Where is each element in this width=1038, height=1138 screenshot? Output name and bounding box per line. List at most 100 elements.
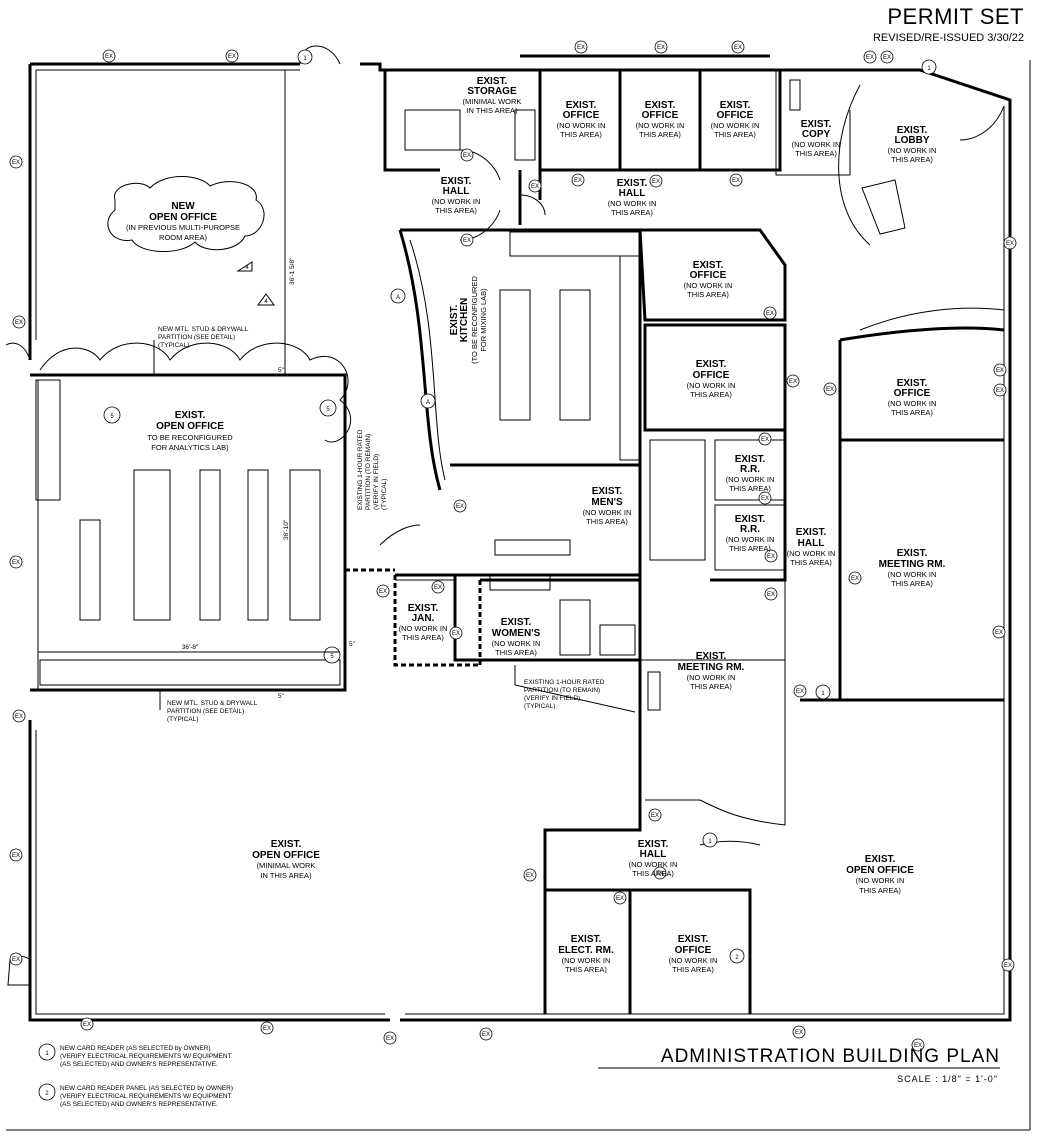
exit-sign-tag: EX <box>914 1043 922 1049</box>
exit-sign-tag: EX <box>228 54 236 60</box>
card-reader-tag: 1 <box>821 691 825 697</box>
room-note: (NO WORK IN <box>432 197 481 206</box>
rated-partition-note: EXISTING 1-HOUR RATED <box>524 679 605 686</box>
room-title: EXIST. <box>693 260 724 271</box>
exit-sign-tag: EX <box>732 178 740 184</box>
room-title: HALL <box>619 188 646 199</box>
exit-sign-marker <box>992 625 1006 639</box>
room-note: (NO WORK IN <box>687 673 736 682</box>
room-title: EXIST. <box>592 486 623 497</box>
east-offices <box>800 326 1005 702</box>
kitchen-walls <box>398 228 642 491</box>
exit-sign-marker <box>80 1017 94 1031</box>
legend-text: (AS SELECTED) AND OWNER'S REPRESENTATIVE… <box>60 1101 218 1108</box>
exit-sign-marker <box>793 684 807 698</box>
room-note: THIS AREA) <box>891 408 933 417</box>
room-rr-2: EXIST. R.R. (NO WORK IN THIS AREA) <box>726 514 775 553</box>
exit-sign-marker <box>12 709 26 723</box>
room-title: EXIST. <box>696 651 727 662</box>
room-note: (NO WORK IN <box>856 876 905 885</box>
lobby-curve <box>838 84 871 246</box>
dimension-mark: 5" <box>278 367 285 374</box>
room-note: (TO BE RECONFIGURED <box>470 276 479 364</box>
room-meeting-east: EXIST. MEETING RM. (NO WORK IN THIS AREA… <box>879 548 946 588</box>
room-note: (NO WORK IN <box>557 121 606 130</box>
room-note: FOR MIXING LAB) <box>479 288 488 352</box>
lobby-curve-lower <box>859 307 1005 331</box>
exit-sign-tag: EX <box>386 1036 394 1042</box>
exit-sign-tag: EX <box>996 368 1004 374</box>
exit-sign-marker <box>460 148 474 162</box>
exit-sign-tag: EX <box>105 54 113 60</box>
exit-sign-marker <box>649 174 663 188</box>
exit-sign-tag: EX <box>761 437 769 443</box>
exit-sign-tag: EX <box>826 387 834 393</box>
room-title: EXIST. <box>645 100 676 111</box>
room-title: OFFICE <box>675 945 712 956</box>
plan-scale: SCALE : 1/8" = 1'-0" <box>897 1074 998 1084</box>
room-title: EXIST. <box>617 178 648 189</box>
room-title: R.R. <box>740 524 760 535</box>
dimension-mark: 5" <box>349 641 356 648</box>
exit-sign-tag: EX <box>1006 241 1014 247</box>
room-title: NEW <box>171 201 195 212</box>
exit-sign-marker <box>758 491 772 505</box>
room-labels: EXIST. STORAGE (MINIMAL WORK IN THIS ARE… <box>126 76 946 974</box>
exit-sign-marker <box>731 40 745 54</box>
exit-sign-marker <box>9 155 23 169</box>
dimension-top: 36'-1 5/8" <box>289 257 296 285</box>
exit-sign-marker <box>479 1027 493 1041</box>
north-rooms <box>383 70 851 225</box>
room-note: THIS AREA) <box>687 290 729 299</box>
partition-note: (TYPICAL) <box>167 716 198 723</box>
room-note: (NO WORK IN <box>792 140 841 149</box>
exit-sign-marker <box>1001 958 1015 972</box>
revision-delta-tag: 4 <box>245 265 249 271</box>
partition-note: NEW MTL. STUD & DRYWALL <box>167 700 258 707</box>
room-office-2: EXIST. OFFICE (NO WORK IN THIS AREA) <box>636 100 685 139</box>
room-note: THIS AREA) <box>495 648 537 657</box>
room-title: LOBBY <box>895 135 930 146</box>
rated-partition-note: (VERIFY IN FIELD) <box>524 695 580 702</box>
room-open-office-sw: EXIST. OPEN OFFICE (MINIMAL WORK IN THIS… <box>252 839 320 880</box>
room-note: (NO WORK IN <box>608 199 657 208</box>
exit-sign-marker <box>376 584 390 598</box>
room-office-east: EXIST. OFFICE (NO WORK IN THIS AREA) <box>888 378 937 417</box>
exit-sign-marker <box>654 40 668 54</box>
room-title: EXIST. <box>271 839 302 850</box>
legend-text: NEW CARD READER (AS SELECTED by OWNER) <box>60 1045 211 1052</box>
room-note: FOR ANALYTICS LAB) <box>151 443 229 452</box>
exit-sign-tag: EX <box>452 631 460 637</box>
partition-note: PARTITION (SEE DETAIL) <box>167 708 244 715</box>
exit-sign-tag: EX <box>652 179 660 185</box>
exit-sign-marker <box>383 1031 397 1045</box>
rated-partition-note: PARTITION (TO REMAIN) <box>524 687 600 694</box>
exit-sign-marker <box>764 549 778 563</box>
exit-sign-marker <box>993 383 1007 397</box>
exit-sign-tag: EX <box>616 896 624 902</box>
exit-sign-tag: EX <box>12 853 20 859</box>
room-title: EXIST. <box>638 839 669 850</box>
room-note: (MINIMAL WORK <box>257 861 316 870</box>
room-note: (NO WORK IN <box>684 281 733 290</box>
exit-sign-marker <box>763 306 777 320</box>
room-new-open-office: NEW OPEN OFFICE (IN PREVIOUS MULTI-PUROP… <box>126 201 240 242</box>
room-title: JAN. <box>412 613 435 624</box>
exit-sign-marker <box>225 49 239 63</box>
room-title: EXIST. <box>801 119 832 130</box>
partition-note: (TYPICAL) <box>158 342 189 349</box>
exit-sign-marker <box>764 587 778 601</box>
room-note: (NO WORK IN <box>711 121 760 130</box>
room-title: EXIST. <box>735 454 766 465</box>
exit-sign-marker <box>9 848 23 862</box>
exit-sign-tag: EX <box>767 592 775 598</box>
room-title: OFFICE <box>717 110 754 121</box>
room-note: (NO WORK IN <box>399 624 448 633</box>
room-meeting-center: EXIST. MEETING RM. (NO WORK IN THIS AREA… <box>678 651 745 691</box>
legend-card-reader-tag: 1 <box>45 1051 49 1057</box>
legend-text: (AS SELECTED) AND OWNER'S REPRESENTATIVE… <box>60 1061 218 1068</box>
room-note: (NO WORK IN <box>687 381 736 390</box>
room-note: (NO WORK IN <box>787 549 836 558</box>
exit-sign-marker <box>571 173 585 187</box>
